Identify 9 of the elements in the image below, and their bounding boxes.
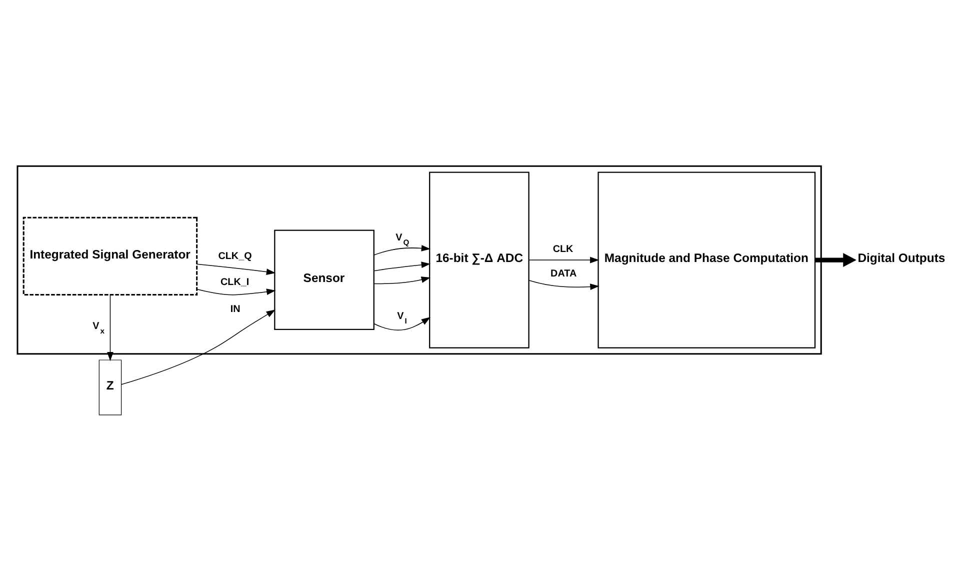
edge-label: V$_{Q}$ [396,232,410,247]
edge-label: CLK [552,244,574,255]
edge-label: CLK_Q [218,250,252,262]
edge-label: V$_{x}$ [92,321,105,336]
node-text: Digital Outputs [858,251,946,266]
edge-label: IN [230,304,240,316]
edge-label: V$_{I}$ [397,311,407,326]
edge-label: DATA [550,268,577,280]
edge-label: CLK_I [220,276,250,288]
